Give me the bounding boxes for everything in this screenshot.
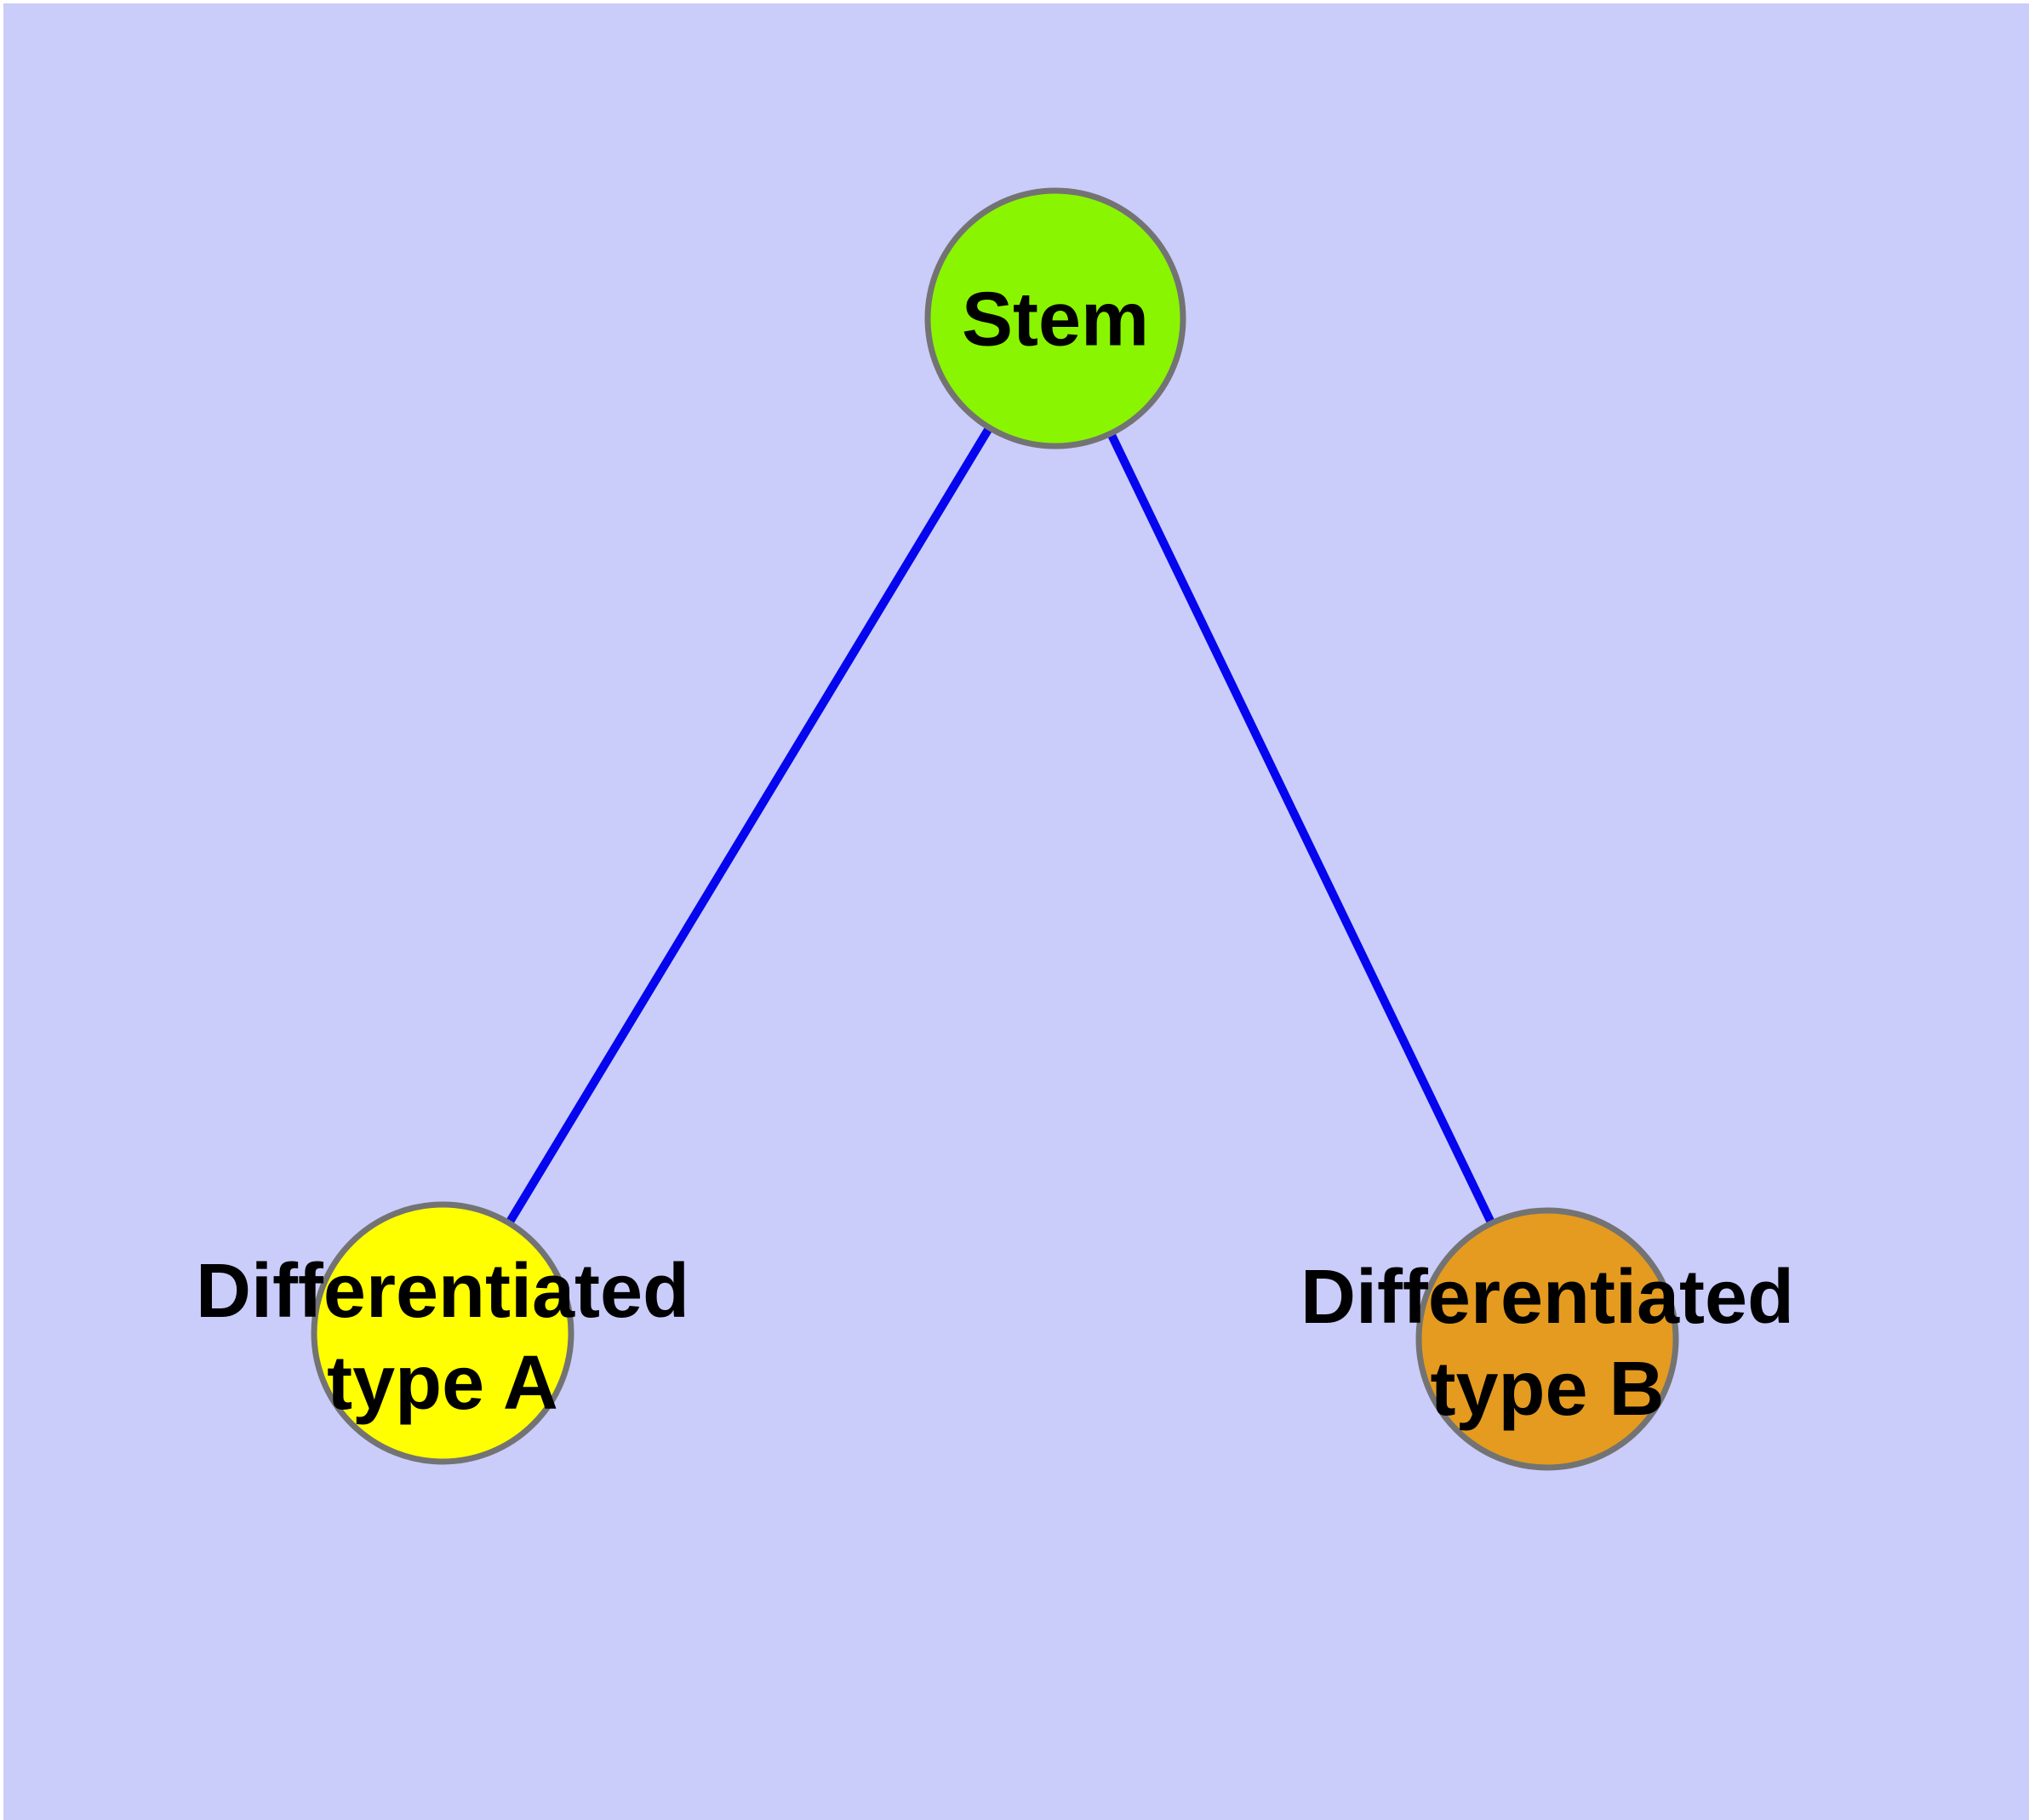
node-type-b-label-line2: type B [1430, 1347, 1664, 1432]
node-stem-label: Stem [962, 278, 1149, 363]
node-type-a-circle[interactable] [311, 1201, 574, 1465]
node-type-b-circle[interactable] [1415, 1207, 1679, 1471]
node-type-a-label-line1: Differentiated [196, 1249, 689, 1334]
edge-stem-to-type-a [438, 316, 1060, 1336]
node-stem-circle[interactable] [924, 187, 1186, 449]
node-type-b-label-line1: Differentiated [1300, 1255, 1794, 1340]
node-type-a-label-line2: type A [327, 1341, 558, 1426]
edge-stem-to-type-b [1051, 316, 1552, 1342]
